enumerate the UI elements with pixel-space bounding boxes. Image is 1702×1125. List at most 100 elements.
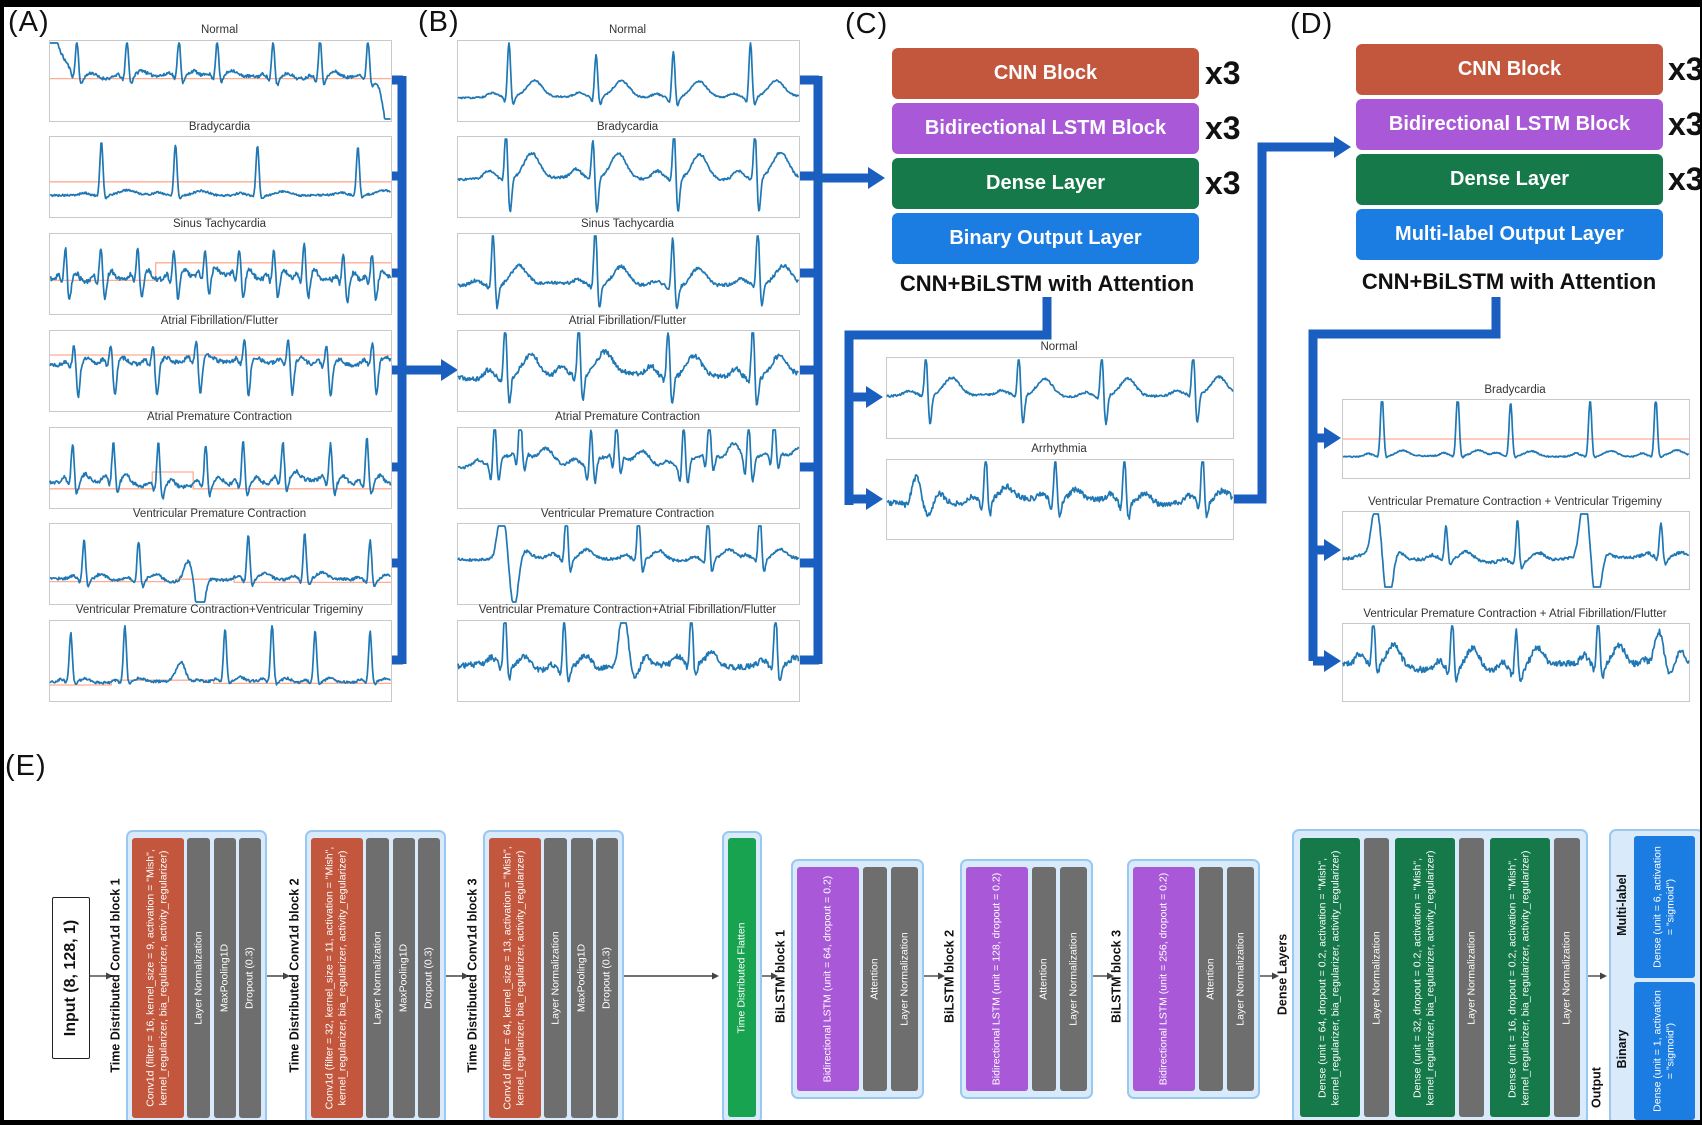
ecg-plot: [457, 40, 800, 122]
dense-layers-container: Dense (unit = 64, dropout = 0.2, activat…: [1292, 829, 1588, 1125]
output-dense-label: Dense (unit = 6, activation = "sigmoid"): [1651, 846, 1677, 968]
ecg-waveform: [49, 142, 391, 200]
ecg-plot: [1342, 399, 1690, 479]
stack-block: Dense Layer: [1356, 154, 1663, 205]
ecg-waveform: [49, 339, 392, 399]
panel-d-caption: CNN+BiLSTM with Attention: [1361, 269, 1657, 294]
panel-c-label: (C): [845, 8, 889, 40]
x3-label: x3: [1668, 106, 1702, 142]
ecg-plot: [457, 427, 800, 509]
x3-label: x3: [1668, 161, 1702, 197]
stack-block-label: Binary Output Layer: [949, 227, 1142, 249]
post-bar: Dropout (0.3): [596, 838, 618, 1118]
layer-bar-label: Bidirectional LSTM (unit = 256, dropout …: [1157, 872, 1170, 1086]
ecg-plot-title: Bradycardia: [1484, 384, 1546, 396]
stack-block: CNN Block: [1356, 44, 1663, 95]
post-bar: Layer Normalization: [891, 867, 918, 1091]
post-bar: Attention: [863, 867, 887, 1091]
layer-bar-label: Conv1d (filter = 64, kernel_size = 13, a…: [501, 846, 527, 1110]
ecg-plot: [1342, 511, 1690, 590]
x3-label: x3: [1205, 55, 1241, 91]
ecg-plot: [457, 233, 800, 315]
stack-block: Bidirectional LSTM Block: [1356, 99, 1663, 150]
x3-label: x3: [1205, 110, 1241, 146]
stack-block-label: Bidirectional LSTM Block: [1388, 113, 1631, 135]
ecg-plot: [49, 136, 392, 218]
bilstm-block-container: Bidirectional LSTM (unit = 256, dropout …: [1127, 859, 1260, 1099]
conv-block-container: Conv1d (filter = 32, kernel_size = 11, a…: [305, 830, 446, 1125]
bilstm-bar: Bidirectional LSTM (unit = 128, dropout …: [966, 867, 1028, 1091]
layer-bar-label: Bidirectional LSTM (unit = 64, dropout =…: [821, 875, 834, 1083]
output-dense-box: Dense (unit = 6, activation = "sigmoid"): [1634, 836, 1695, 978]
post-bar: Layer Normalization: [544, 838, 567, 1118]
ecg-waveform: [1342, 625, 1690, 683]
ecg-plot-title: Atrial Fibrillation/Flutter: [568, 315, 687, 327]
layer-bar-label: Layer Normalization: [897, 932, 910, 1026]
ecg-plot: [49, 620, 392, 702]
dense-layers-name: Dense Layers: [1275, 933, 1290, 1016]
ecg-plot: [49, 233, 392, 315]
layer-bar-label: Layer Normalization: [1066, 932, 1079, 1026]
ecg-waveform: [457, 138, 800, 213]
conv-block-name: Time Distributed Conv1d block 3: [465, 878, 480, 1073]
layer-bar-label: MaxPooling1D: [397, 943, 410, 1013]
ecg-plot: [49, 427, 392, 509]
ecg-plot-title: Ventricular Premature Contraction + Vent…: [1368, 496, 1662, 508]
layer-bar-label: Dense (unit = 16, dropout = 0.2, activat…: [1506, 849, 1532, 1106]
layer-bar-label: Attention: [868, 958, 881, 1000]
bilstm-block-name: BiLSTM block 2: [942, 929, 957, 1024]
post-bar: Layer Normalization: [366, 838, 389, 1118]
post-bar: Attention: [1199, 867, 1223, 1091]
dense-bar: Dense (unit = 16, dropout = 0.2, activat…: [1490, 838, 1550, 1117]
post-bar: MaxPooling1D: [393, 838, 415, 1118]
ecg-plot: [49, 40, 392, 122]
conv1d-bar: Conv1d (filter = 32, kernel_size = 11, a…: [311, 838, 363, 1118]
frame-bottom: [0, 1120, 1702, 1125]
stack-block-label: CNN Block: [1457, 58, 1562, 80]
ecg-plot: [1342, 623, 1690, 702]
ecg-waveform: [49, 533, 391, 603]
ecg-waveform: [457, 42, 800, 107]
layer-bar-label: Layer Normalization: [1369, 930, 1382, 1025]
ecg-plot-title: Sinus Tachycardia: [172, 218, 267, 230]
layer-bar-label: Layer Normalization: [1560, 930, 1573, 1025]
output-container: Dense (unit = 6, activation = "sigmoid")…: [1609, 829, 1702, 1125]
layer-bar-label: Dropout (0.3): [600, 947, 613, 1009]
output-section-label: Binary: [1615, 1029, 1629, 1069]
ecg-waveform: [1342, 513, 1690, 588]
post-bar: Layer Normalization: [1364, 838, 1389, 1117]
output-dense-box: Dense (unit = 1, activation = "sigmoid"): [1634, 982, 1695, 1120]
flatten-container: Time Distributed Flatten: [722, 831, 762, 1124]
post-bar: MaxPooling1D: [214, 838, 236, 1118]
frame-right: [1700, 0, 1702, 1125]
ecg-plot-title: Ventricular Premature Contraction: [132, 508, 307, 520]
layer-bar-label: Layer Normalization: [548, 931, 561, 1025]
ecg-plot: [886, 459, 1234, 540]
layer-bar-label: Layer Normalization: [370, 931, 383, 1025]
layer-bar-label: MaxPooling1D: [218, 943, 231, 1013]
stack-block-label: CNN Block: [993, 62, 1098, 84]
panel-c-caption: CNN+BiLSTM with Attention: [899, 271, 1195, 296]
ecg-waveform: [1342, 401, 1690, 459]
ecg-waveform: [886, 461, 1234, 520]
ecg-waveform: [49, 242, 392, 304]
ecg-plot-title: Ventricular Premature Contraction+Ventri…: [75, 604, 364, 616]
ecg-plot-title: Arrhythmia: [1031, 443, 1087, 455]
post-bar: Attention: [1032, 867, 1056, 1091]
ecg-waveform: [49, 42, 391, 120]
panel-b-label: (B): [418, 6, 460, 38]
ecg-plot-title: Atrial Premature Contraction: [554, 411, 701, 423]
bilstm-block-container: Bidirectional LSTM (unit = 128, dropout …: [960, 859, 1093, 1099]
ecg-waveform: [457, 525, 800, 603]
ecg-plot-title: Bradycardia: [188, 121, 251, 133]
ecg-plot: [457, 620, 800, 702]
ecg-plot-title: Ventricular Premature Contraction + Atri…: [1363, 608, 1667, 620]
output-name: Output: [1589, 1067, 1604, 1108]
conv1d-bar: Conv1d (filter = 16, kernel_size = 9, ac…: [132, 838, 184, 1118]
post-bar: Layer Normalization: [187, 838, 210, 1118]
stack-block-label: Bidirectional LSTM Block: [924, 117, 1167, 139]
flatten-bar: Time Distributed Flatten: [728, 838, 756, 1117]
ecg-plot-title: Ventricular Premature Contraction+Atrial…: [478, 604, 777, 616]
ecg-waveform: [49, 624, 391, 686]
